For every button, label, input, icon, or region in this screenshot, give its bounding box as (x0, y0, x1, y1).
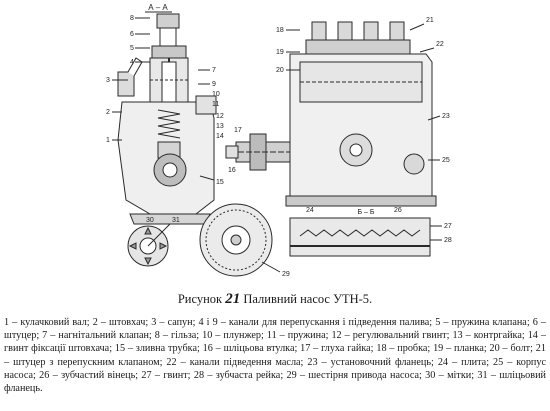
caption-title: Паливний насос УТН-5. (243, 292, 373, 306)
callout-7: 7 (212, 67, 216, 74)
callout-18: 18 (276, 27, 284, 34)
callout-21: 21 (426, 17, 434, 24)
spline-flange-view (127, 223, 171, 267)
callout-5: 5 (130, 45, 134, 52)
callout-12: 12 (216, 113, 224, 120)
callout-3: 3 (106, 77, 110, 84)
callout-numbers: 8 6 5 4 3 2 1 7 9 10 11 12 13 14 15 16 1… (106, 15, 452, 278)
callout-31: 31 (172, 217, 180, 224)
callout-19: 19 (276, 49, 284, 56)
callout-27: 27 (444, 223, 452, 230)
callout-26: 26 (394, 207, 402, 214)
callout-24: 24 (306, 207, 314, 214)
callout-17: 17 (234, 127, 242, 134)
callout-9: 9 (212, 81, 216, 88)
callout-20: 20 (276, 67, 284, 74)
callout-8: 8 (130, 15, 134, 22)
callout-4: 4 (130, 59, 134, 66)
callout-11: 11 (212, 101, 219, 108)
parts-legend: 1 – кулачковий вал; 2 – штовхач; 3 – сап… (4, 317, 546, 395)
callout-25: 25 (442, 157, 450, 164)
caption-number: 21 (225, 291, 241, 307)
callout-2: 2 (106, 109, 110, 116)
section-label-a-a: А – А (148, 3, 168, 12)
callout-28: 28 (444, 237, 452, 244)
callout-30: 30 (146, 217, 154, 224)
section-label-b-b: Б – Б (358, 209, 375, 216)
callout-10: 10 (212, 91, 220, 98)
drive-gear-view (199, 203, 281, 277)
callout-6: 6 (130, 31, 134, 38)
callout-29: 29 (282, 271, 290, 278)
pump-technical-drawing: А – А (106, 3, 452, 278)
callout-1: 1 (106, 137, 110, 144)
pump-longitudinal-view: Б – Б (225, 21, 442, 257)
figure-caption: Рисунок 21 Паливний насос УТН-5. (0, 291, 550, 307)
callout-22: 22 (436, 41, 444, 48)
callout-13: 13 (216, 123, 224, 130)
section-a-a-view: А – А (112, 3, 217, 225)
callout-16: 16 (228, 167, 236, 174)
callout-14: 14 (216, 133, 224, 140)
callout-23: 23 (442, 113, 450, 120)
callout-15: 15 (216, 179, 224, 186)
caption-prefix: Рисунок (177, 292, 223, 306)
